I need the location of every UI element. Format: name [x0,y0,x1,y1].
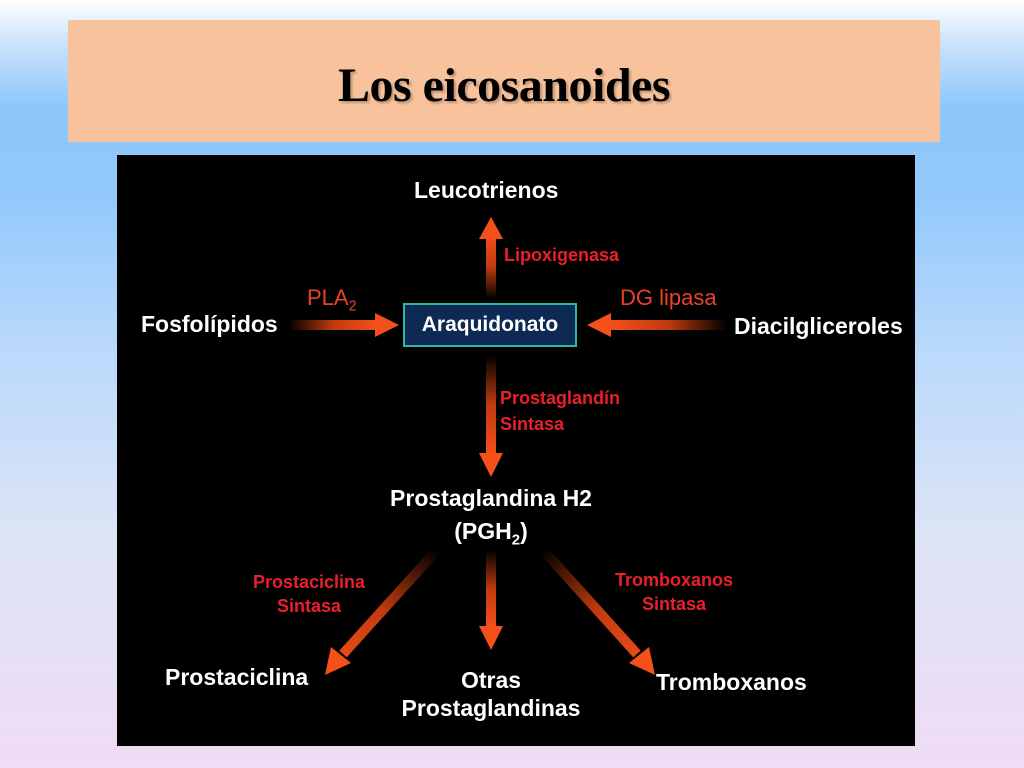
otras-line2: Prostaglandinas [401,695,581,721]
arrow-to-tromboxanos [539,546,655,675]
eicosanoid-pathway-diagram: Leucotrienos Fosfolípidos Diacilglicerol… [117,155,915,746]
node-otras-prostaglandinas: Otras Prostaglandinas [383,666,599,722]
pgh2-abbrev: (PGH2) [373,518,609,549]
pla2-sub: 2 [348,298,357,315]
arrow-to-pgh2 [479,355,503,477]
enzyme-tromboxanos-sintasa: Tromboxanos Sintasa [589,568,759,616]
enzyme-pla2: PLA2 [307,285,357,314]
prostaciclina-sintasa-line2: Sintasa [276,596,342,616]
enzyme-lipoxigenasa: Lipoxigenasa [504,245,620,265]
prostaglandin-line2: Sintasa [500,414,565,434]
pgh2-abbrev-sub: 2 [511,531,521,549]
arrow-to-otras-prostaglandinas [479,550,503,650]
arrows-layer [289,217,727,675]
enzyme-prostaglandin-sintasa: Prostaglandín Sintasa [500,385,620,437]
arrow-from-diacilgliceroles [587,313,727,337]
enzyme-dg-lipasa: DG lipasa [620,285,717,310]
node-tromboxanos: Tromboxanos [656,669,807,695]
title-box: Los eicosanoides [68,20,940,142]
arrow-to-prostaciclina [325,546,441,675]
pgh2-abbrev-prefix: (PGH [454,518,512,544]
node-araquidonato: Araquidonato [403,303,577,347]
pgh2-abbrev-suffix: ) [520,518,528,544]
otras-line1: Otras [460,667,522,693]
node-pgh2: Prostaglandina H2 (PGH2) [373,485,609,549]
pgh2-name: Prostaglandina H2 [390,485,592,511]
arrow-from-fosfolipidos [289,313,399,337]
tromboxanos-sintasa-line2: Sintasa [641,594,707,614]
prostaciclina-sintasa-line1: Prostaciclina [252,572,366,592]
enzyme-prostaciclina-sintasa: Prostaciclina Sintasa [229,570,389,618]
node-prostaciclina: Prostaciclina [165,664,309,690]
pla2-prefix: PLA [307,285,349,310]
arrow-to-leucotrienos [479,217,503,299]
node-leucotrienos: Leucotrienos [414,177,559,203]
prostaglandin-line1: Prostaglandín [500,388,621,408]
node-fosfolipidos: Fosfolípidos [141,311,278,337]
node-diacilgliceroles: Diacilgliceroles [734,313,903,339]
slide-title: Los eicosanoides [337,59,671,112]
tromboxanos-sintasa-line1: Tromboxanos [614,570,734,590]
